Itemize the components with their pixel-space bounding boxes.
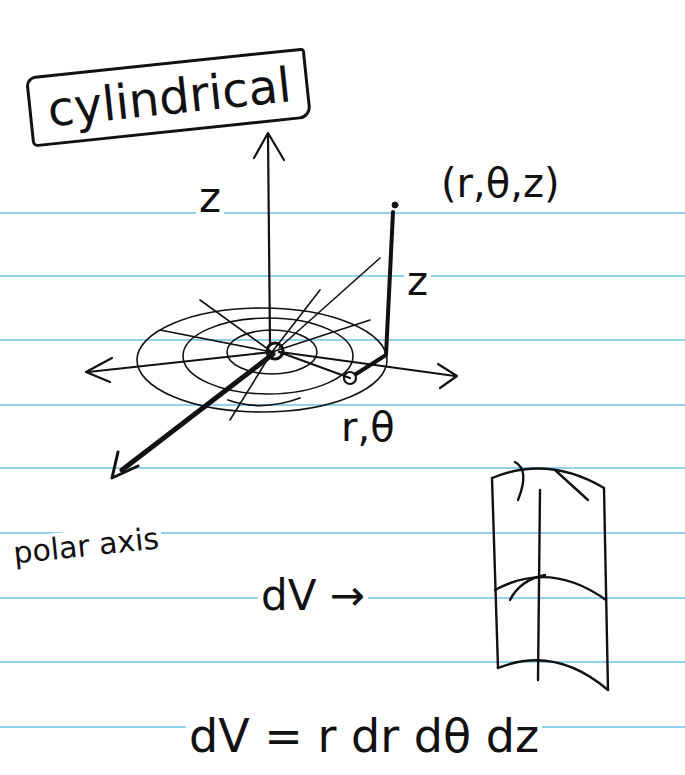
volume-formula: dV = r dr dθ dz <box>186 712 542 760</box>
point-construction <box>228 202 398 406</box>
coordinate-label: (r,θ,z) <box>438 162 563 204</box>
coordinate-label: r,θ <box>338 406 398 448</box>
polar-grid <box>137 290 387 420</box>
ruled-lines <box>0 213 685 727</box>
coordinate-label: z <box>196 176 224 220</box>
coordinate-label: dV → <box>258 574 368 618</box>
volume-element <box>492 462 608 690</box>
title-text: cylindrical <box>45 58 292 136</box>
coordinate-label: z <box>404 260 431 302</box>
origin <box>267 343 283 359</box>
axis-label: polar axis <box>9 522 164 569</box>
axes <box>86 133 457 478</box>
